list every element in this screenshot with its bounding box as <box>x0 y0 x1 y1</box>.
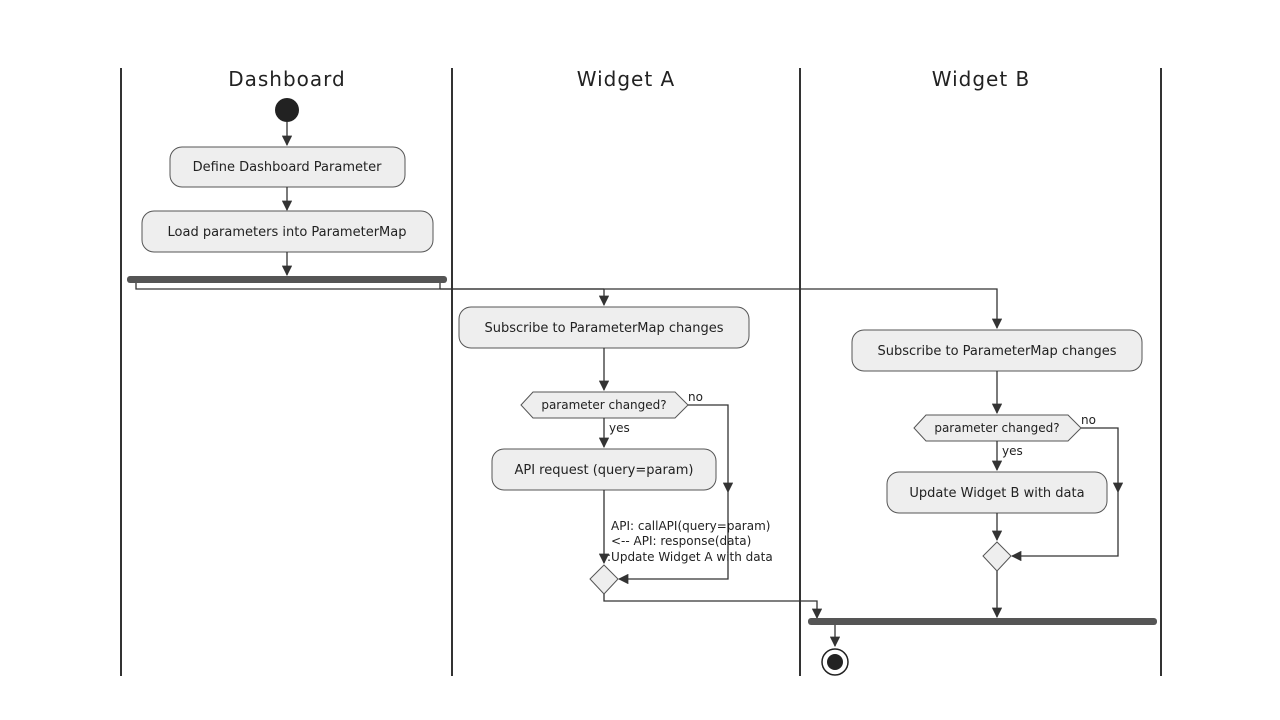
update-widget-b-label: Update Widget B with data <box>909 486 1084 501</box>
widget-a-subscribe-label: Subscribe to ParameterMap changes <box>484 321 723 336</box>
define-parameter-label: Define Dashboard Parameter <box>193 160 383 175</box>
edge-widget-a-merge-to-join <box>603 594 823 620</box>
widget-a-yes-label: yes <box>609 421 630 435</box>
edge-widget-a-no-branch <box>688 404 734 494</box>
api-note-line-3: :Update Widget A with data <box>607 550 773 564</box>
join-bar <box>808 618 1157 625</box>
fork-bar <box>127 276 447 283</box>
lane-title-dashboard: Dashboard <box>228 67 346 91</box>
widget-a-merge-node <box>589 564 619 595</box>
edge-fork-branch-left <box>135 283 604 290</box>
edge-fork-to-widget-b <box>440 288 1003 330</box>
start-node <box>275 98 299 122</box>
edge-widget-b-no-to-merge <box>1010 492 1119 562</box>
api-note-line-1: API: callAPI(query=param) <box>611 519 770 533</box>
widget-b-merge-node <box>982 541 1012 572</box>
api-note-line-2: <-- API: response(data) <box>611 534 751 548</box>
widget-a-decision-label: parameter changed? <box>541 398 666 412</box>
api-request-label: API request (query=param) <box>514 463 693 478</box>
widget-a-no-label: no <box>688 390 703 404</box>
widget-b-yes-label: yes <box>1002 444 1023 458</box>
edge-widget-b-no-branch <box>1081 427 1124 494</box>
lane-title-widget-b: Widget B <box>932 67 1031 91</box>
end-node-inner <box>827 654 843 670</box>
edge-widget-a-no-to-merge <box>617 492 729 585</box>
widget-b-decision-label: parameter changed? <box>934 421 1059 435</box>
lane-title-widget-a: Widget A <box>577 67 675 91</box>
widget-b-subscribe-label: Subscribe to ParameterMap changes <box>877 344 1116 359</box>
load-parameters-label: Load parameters into ParameterMap <box>168 225 407 240</box>
widget-b-no-label: no <box>1081 413 1096 427</box>
